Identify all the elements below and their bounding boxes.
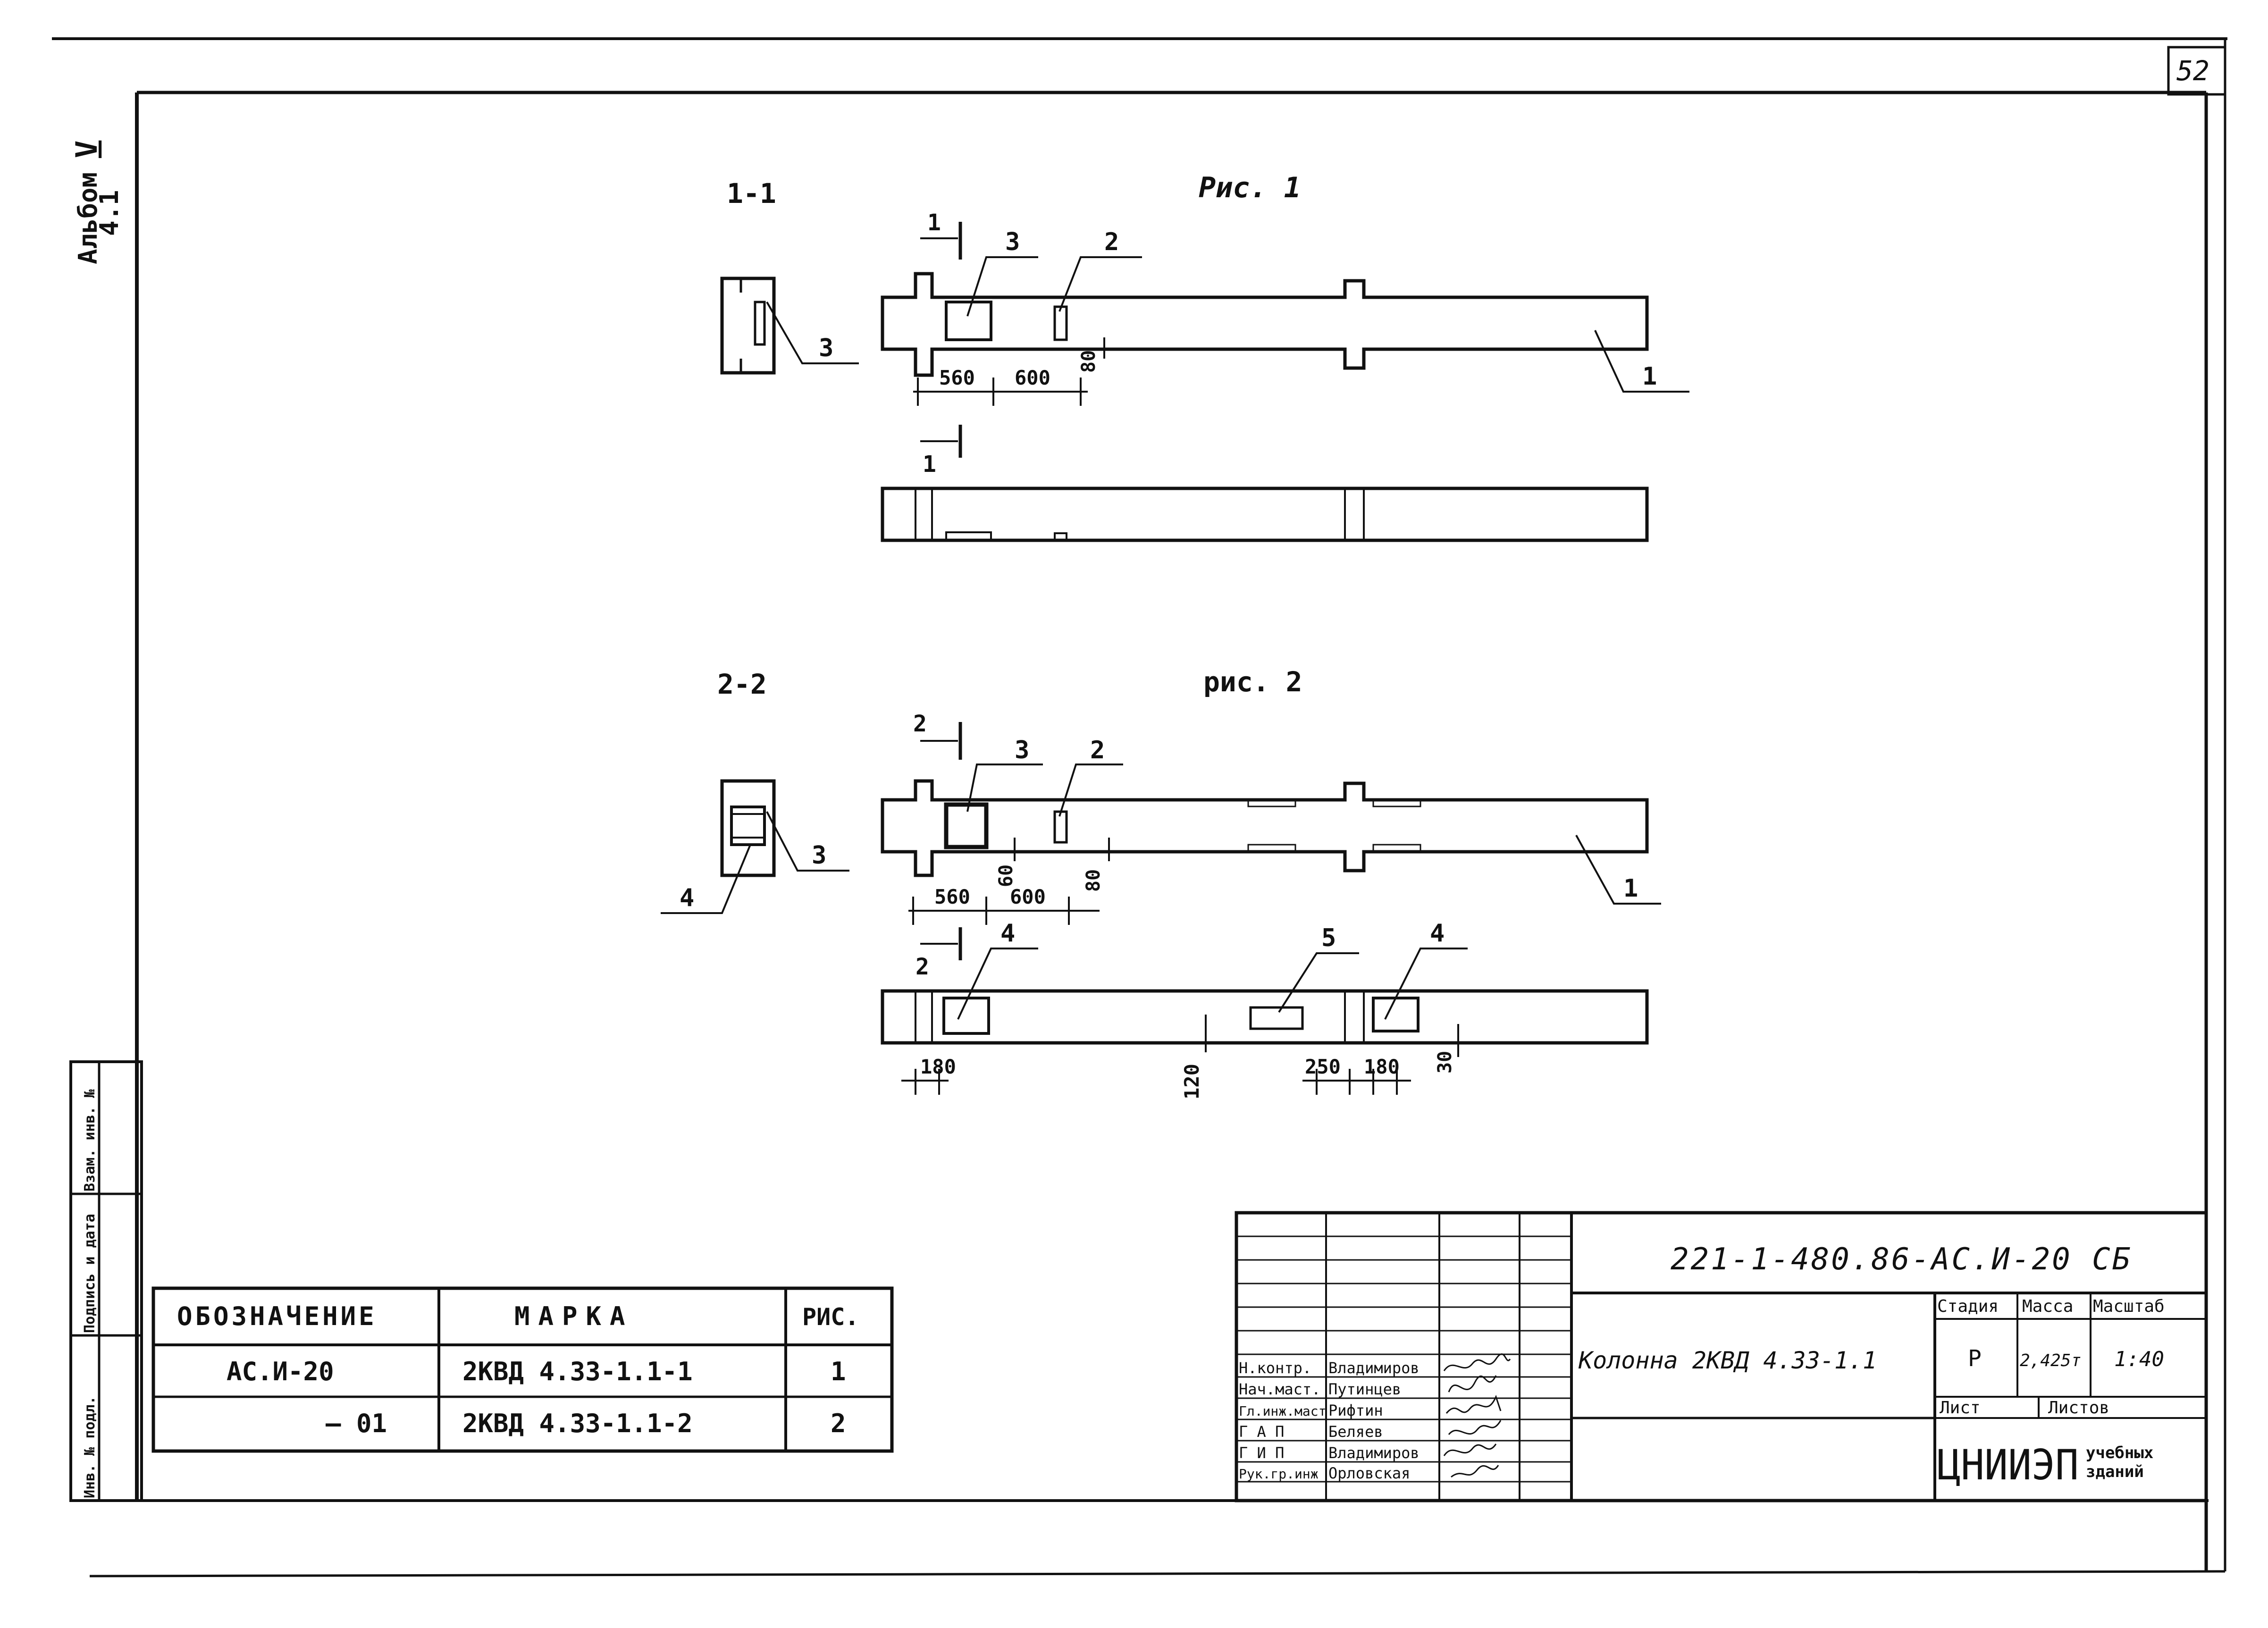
title-block-code: 221-1-480.86-АС.И-20 СБ [1671, 1242, 2132, 1277]
strip-signature-date: Подпись и дата [82, 1214, 98, 1333]
figure-1: Рис. 1 1-1 3 1 3 2 1 [720, 171, 1689, 542]
label-sheet: Лист [1940, 1398, 1981, 1418]
fig1-callout-3: 3 [1005, 228, 1020, 256]
sig-role-2: Нач.маст. [1239, 1380, 1320, 1398]
fig1-dim-80: 80 [1078, 350, 1100, 373]
section-1-label: 1-1 [727, 177, 776, 210]
strip-replaced-inv: Взам. инв. № [82, 1089, 98, 1192]
spec-row1-fig: 1 [831, 1357, 846, 1386]
section-2-2-drawing: 3 4 [661, 779, 849, 914]
fig2-dim-180a: 180 [920, 1055, 956, 1078]
sig-name-3: Рифтин [1328, 1401, 1383, 1419]
fig1-callout-1: 1 [1642, 362, 1657, 391]
handwritten-signatures [1443, 1353, 1511, 1478]
fig2-dim-120: 120 [1180, 1064, 1203, 1099]
title-block: Н.контр. Владимиров Нач.маст. Путинцев Г… [1235, 1211, 2208, 1502]
spec-header-fig: РИС. [802, 1303, 859, 1331]
section-2-callout-3: 3 [812, 841, 826, 870]
fig2-dim-250: 250 [1305, 1055, 1341, 1078]
spec-row2-fig: 2 [831, 1409, 846, 1438]
sig-name-1: Владимиров [1328, 1359, 1420, 1377]
fig1-cut-label-bottom: 1 [923, 451, 936, 478]
fig2-callout-4a: 4 [1000, 919, 1015, 948]
figure-2: рис. 2 2-2 3 4 2 3 [661, 666, 1661, 1099]
album-label-text: Альбом [73, 172, 103, 264]
sig-role-3: Гл.инж.маст [1239, 1403, 1326, 1419]
fig1-cut-label-top: 1 [927, 210, 941, 236]
fig2-callout-5: 5 [1321, 924, 1336, 952]
sig-role-5: Г И П [1239, 1444, 1284, 1462]
fig2-dim-30: 30 [1434, 1051, 1456, 1074]
sheet-number: 52 [2176, 55, 2209, 87]
album-label: Альбом V 4.1 [69, 141, 124, 264]
fig2-callout-2: 2 [1090, 736, 1105, 764]
section-2-label: 2-2 [717, 668, 767, 700]
fig2-cut-label-top: 2 [913, 711, 927, 737]
fig1-dim-600: 600 [1015, 366, 1050, 389]
sig-name-5: Владимиров [1328, 1444, 1420, 1462]
column-elevation-2: 2 4 5 4 180 120 250 180 30 [881, 919, 1649, 1099]
fig2-dim-560: 560 [934, 885, 970, 908]
spec-row1-designation: АС.И-20 [227, 1357, 334, 1386]
strip-inv-no: Инв. № подл. [82, 1396, 98, 1498]
value-stage: Р [1968, 1345, 1982, 1372]
column-elevation-1: 1 [881, 425, 1649, 542]
album-part: 4.1 [94, 190, 124, 236]
sheet-number-box: 52 [2167, 46, 2226, 96]
sig-role-1: Н.контр. [1239, 1359, 1311, 1377]
figure-1-title: Рис. 1 [1199, 171, 1301, 204]
org-main: ЦНИИЭП [1937, 1441, 2079, 1489]
sig-name-6: Орловская [1328, 1464, 1410, 1482]
fig2-dim-80: 80 [1083, 869, 1104, 892]
figure-2-title: рис. 2 [1203, 666, 1302, 698]
title-block-name: Колонна 2КВД 4.33-1.1 [1578, 1347, 1877, 1374]
label-sheets: Листов [2048, 1398, 2109, 1418]
column-plan-2: 2 3 2 1 560 600 60 80 [881, 711, 1661, 925]
section-1-1-drawing: 3 [720, 277, 859, 375]
spec-row1-mark: 2КВД 4.33-1.1-1 [462, 1357, 693, 1386]
title-block-grid-rows [1236, 1235, 1571, 1483]
left-strip: Инв. № подл. Подпись и дата Взам. инв. № [69, 1060, 143, 1502]
sig-name-2: Путинцев [1328, 1380, 1401, 1398]
header-mass: Масса [2022, 1297, 2073, 1316]
sig-name-4: Беляев [1328, 1423, 1383, 1441]
fig2-dim-600: 600 [1010, 885, 1046, 908]
fig1-callout-2: 2 [1104, 228, 1119, 256]
header-scale: Масштаб [2093, 1297, 2165, 1316]
value-scale: 1:40 [2114, 1347, 2164, 1371]
fig2-cut-label-bottom: 2 [916, 954, 929, 980]
fig2-dim-60: 60 [995, 864, 1017, 887]
spec-header-mark: МАРКА [514, 1301, 634, 1331]
fig2-callout-3: 3 [1015, 736, 1029, 764]
fig1-dim-560: 560 [939, 366, 975, 389]
sheet-frame [52, 37, 2227, 1578]
section-2-callout-4: 4 [680, 884, 694, 912]
column-plan-1: 1 3 2 1 560 600 80 [881, 210, 1689, 406]
spec-row2-designation: — 01 [326, 1409, 387, 1438]
header-stage: Стадия [1937, 1297, 1999, 1316]
fig2-callout-1: 1 [1623, 874, 1638, 903]
value-mass: 2,425т [2020, 1351, 2081, 1370]
section-1-callout-3: 3 [819, 334, 833, 362]
album-roman: V [69, 141, 104, 158]
fig2-dim-180b: 180 [1364, 1055, 1400, 1078]
spec-table: ОБОЗНАЧЕНИЕ МАРКА РИС. АС.И-20 2КВД 4.33… [151, 1286, 894, 1453]
org-sub-1: учебных [2086, 1443, 2153, 1462]
sig-role-4: Г А П [1239, 1423, 1284, 1441]
fig2-callout-4b: 4 [1430, 919, 1445, 948]
org-sub-2: зданий [2086, 1462, 2144, 1481]
sig-role-6: Рук.гр.инж [1239, 1466, 1319, 1482]
spec-header-designation: ОБОЗНАЧЕНИЕ [177, 1301, 377, 1331]
spec-row2-mark: 2КВД 4.33-1.1-2 [462, 1409, 693, 1438]
